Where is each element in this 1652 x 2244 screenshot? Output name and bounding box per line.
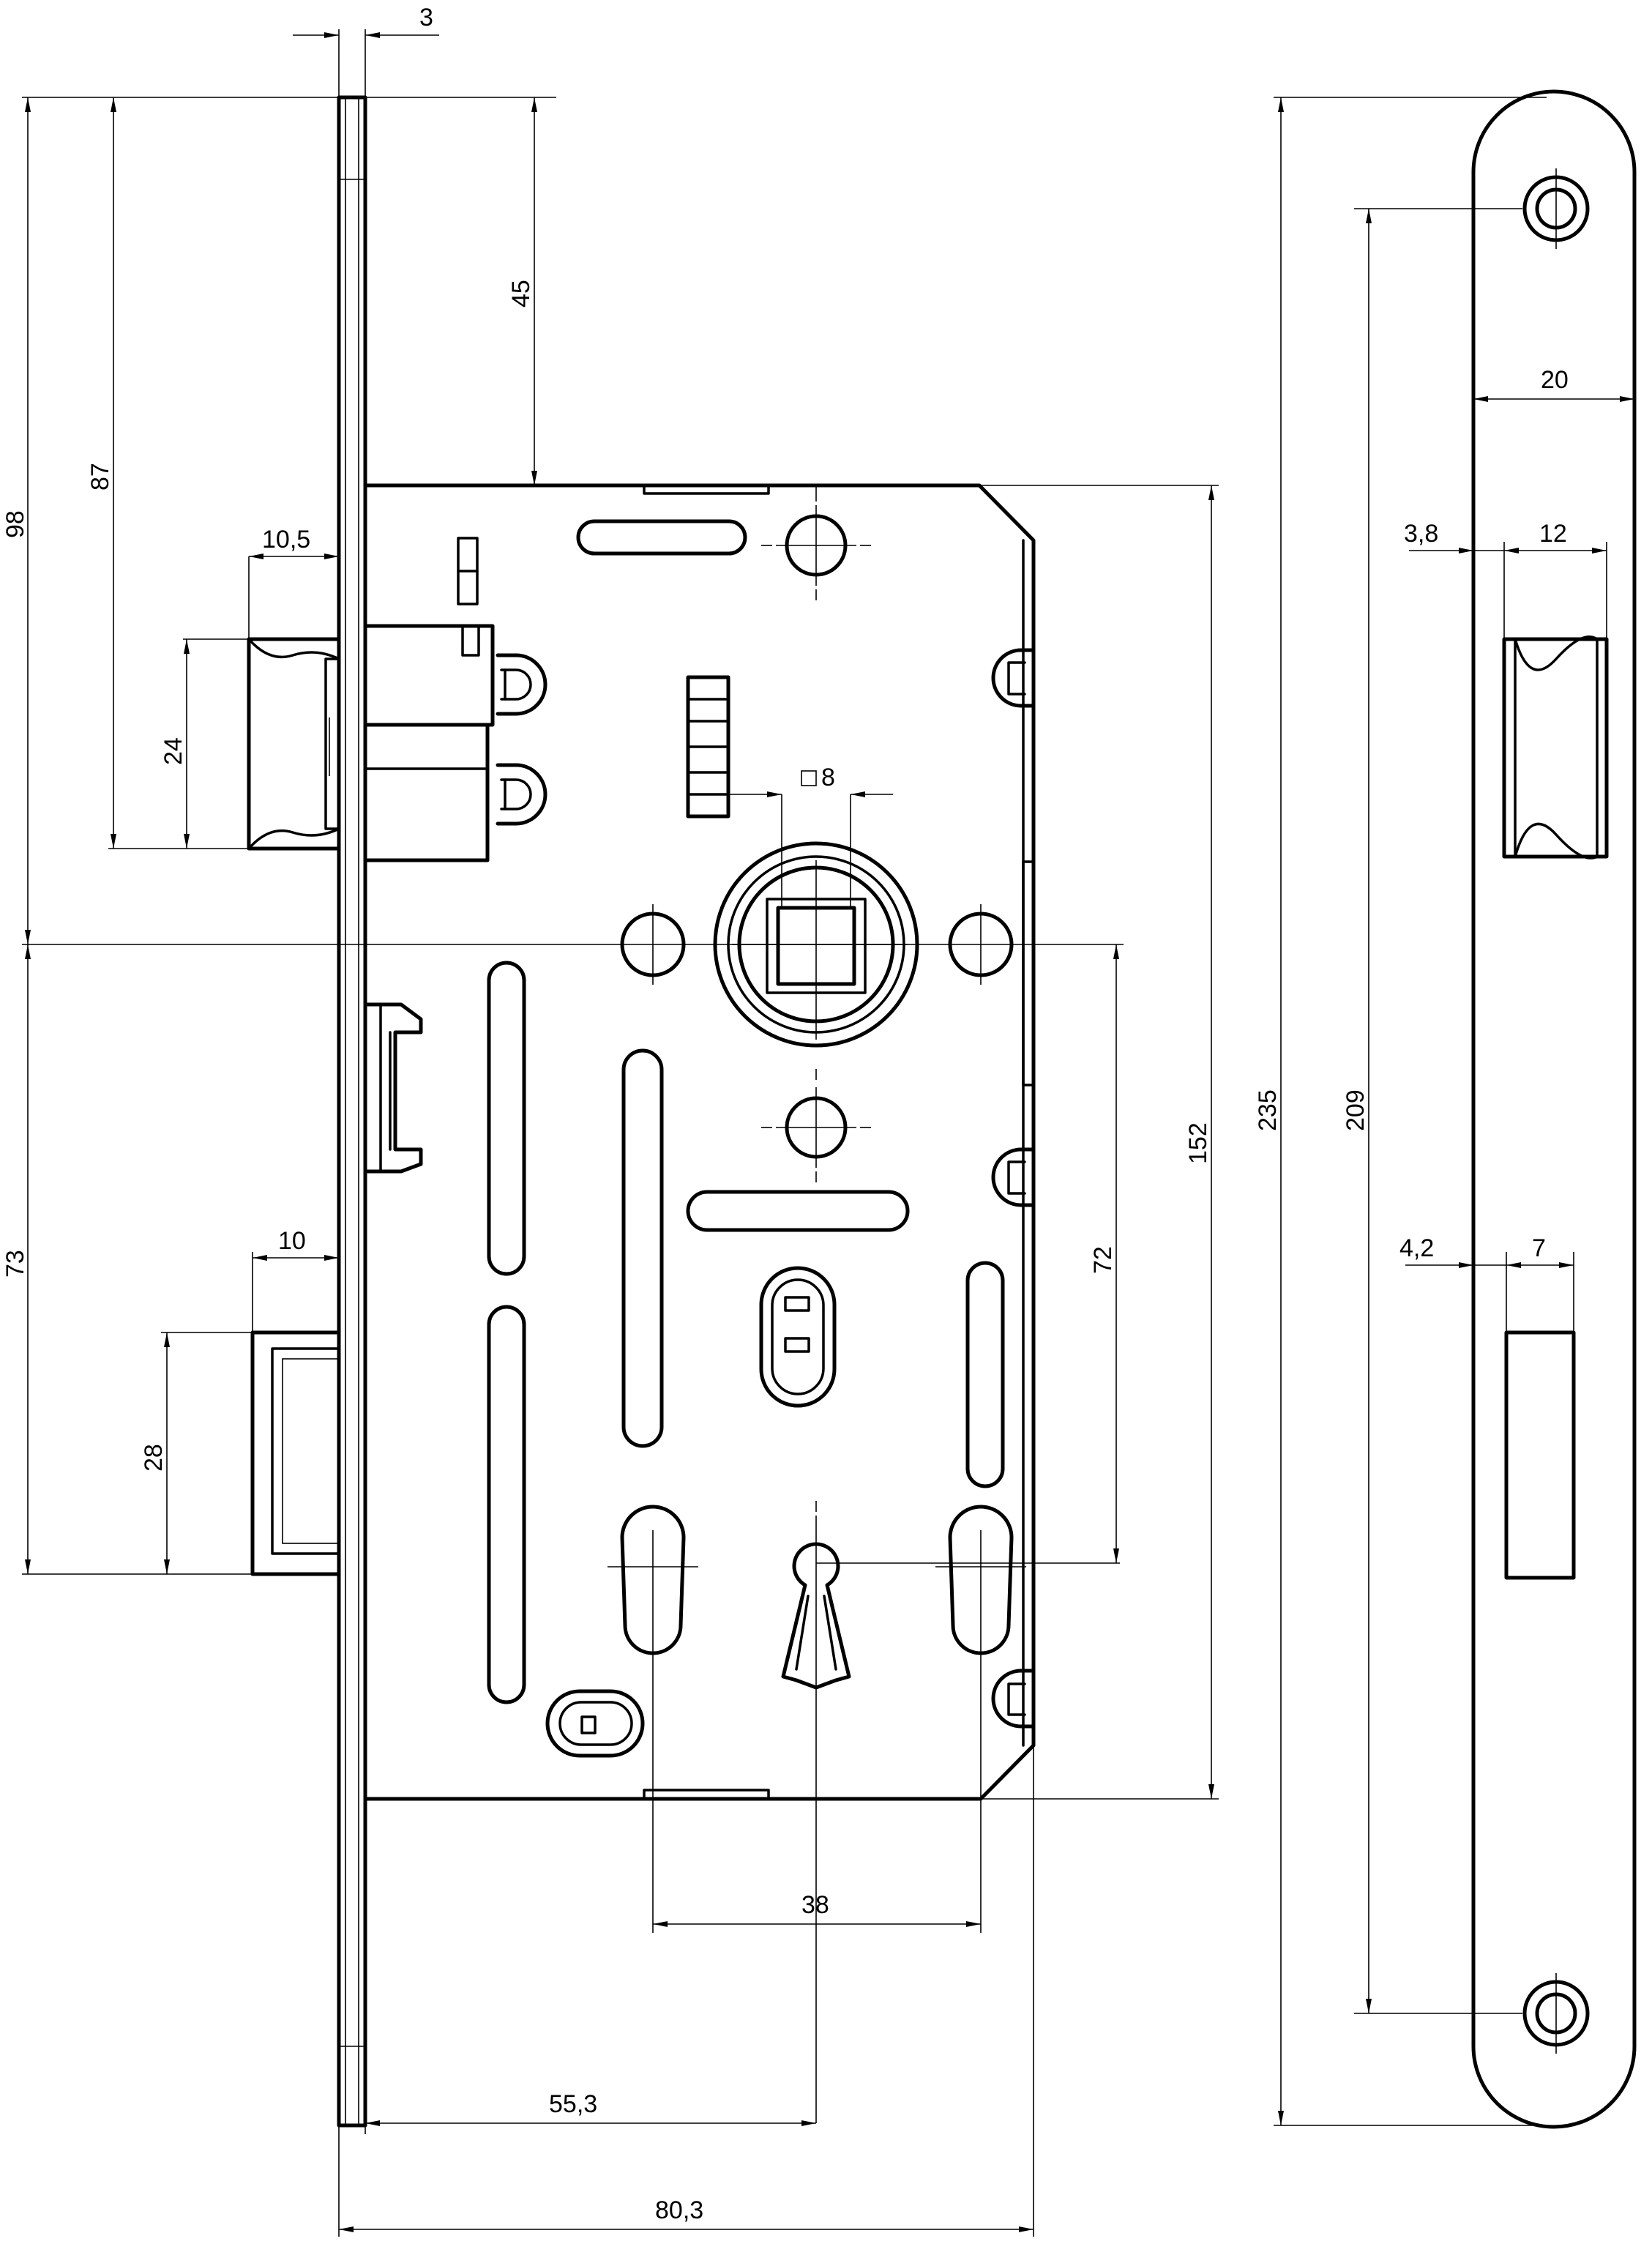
dim-spindle-square: 8 (821, 764, 835, 791)
bolt-opening (1504, 1330, 1576, 1580)
latch-screw-top (496, 653, 547, 716)
slider-bracket (363, 1002, 423, 1174)
faceplate-outline (1471, 89, 1637, 2129)
slot-center (621, 1048, 664, 1448)
faceplate (337, 95, 367, 2128)
dim-strike-width: 20 (1541, 366, 1569, 394)
dimension-lines: 3 45 87 98 73 10,5 24 10 28 (1, 4, 1634, 2237)
dim-faceplate-thickness: 3 (419, 4, 433, 31)
dim-latch-opening: 12 (1539, 520, 1567, 548)
lock-body-view (247, 95, 1120, 2128)
dim-latch-projection: 10,5 (262, 526, 310, 553)
latch-opening (1502, 635, 1609, 860)
dim-bolt-projection: 10 (278, 1227, 306, 1255)
edge-screw-lower (991, 1669, 1036, 1729)
slot-left-upper (487, 961, 526, 1276)
dim-bolt-offset: 4,2 (1399, 1234, 1434, 1262)
lower-oval-boss (545, 1689, 645, 1758)
selector-oval (759, 1266, 837, 1408)
dim-top-to-case: 45 (507, 280, 535, 307)
faceplate-front-view (1471, 89, 1637, 2129)
cylinder-hole-right (935, 1505, 1026, 1799)
dim-overall-depth: 80,3 (655, 2196, 703, 2224)
cylinder-hole-left (608, 1505, 698, 1799)
screw-hole-top (761, 505, 871, 600)
dim-case-height: 152 (1184, 1122, 1212, 1164)
dim-follower-to-bolt: 73 (1, 1250, 29, 1278)
dim-top-to-latch-bottom: 87 (86, 463, 114, 491)
dim-bolt-height: 28 (140, 1444, 168, 1472)
slot-horizontal (686, 1190, 910, 1232)
mounting-hole-top (1522, 168, 1590, 249)
edge-screw-upper (991, 648, 1036, 708)
dim-backset-distance: 72 (1089, 1246, 1117, 1274)
slot-right (965, 1261, 1005, 1488)
dim-backset: 55,3 (549, 2090, 597, 2118)
dim-latch-offset: 3,8 (1404, 520, 1438, 548)
dead-bolt (250, 1330, 341, 1576)
keyhole (781, 1516, 851, 2123)
toothed-block (686, 675, 730, 819)
screw-hole-middle (761, 1069, 871, 1182)
lock-case (363, 483, 1036, 1801)
dim-bolt-opening: 7 (1532, 1234, 1546, 1262)
dim-latch-height: 24 (160, 737, 187, 765)
dim-screw-spacing: 38 (801, 1891, 829, 1919)
dim-strike-length: 235 (1254, 1089, 1282, 1131)
dim-strike-hole-spacing: 209 (1342, 1089, 1369, 1131)
latch-bolt (247, 637, 341, 851)
dim-top-to-follower: 98 (1, 510, 29, 538)
mounting-hole-bottom (1522, 1973, 1590, 2054)
slot-left-lower (487, 1305, 526, 1704)
edge-screw-middle (991, 1147, 1036, 1207)
upper-slot (576, 519, 747, 556)
latch-screw-bottom (496, 763, 547, 826)
